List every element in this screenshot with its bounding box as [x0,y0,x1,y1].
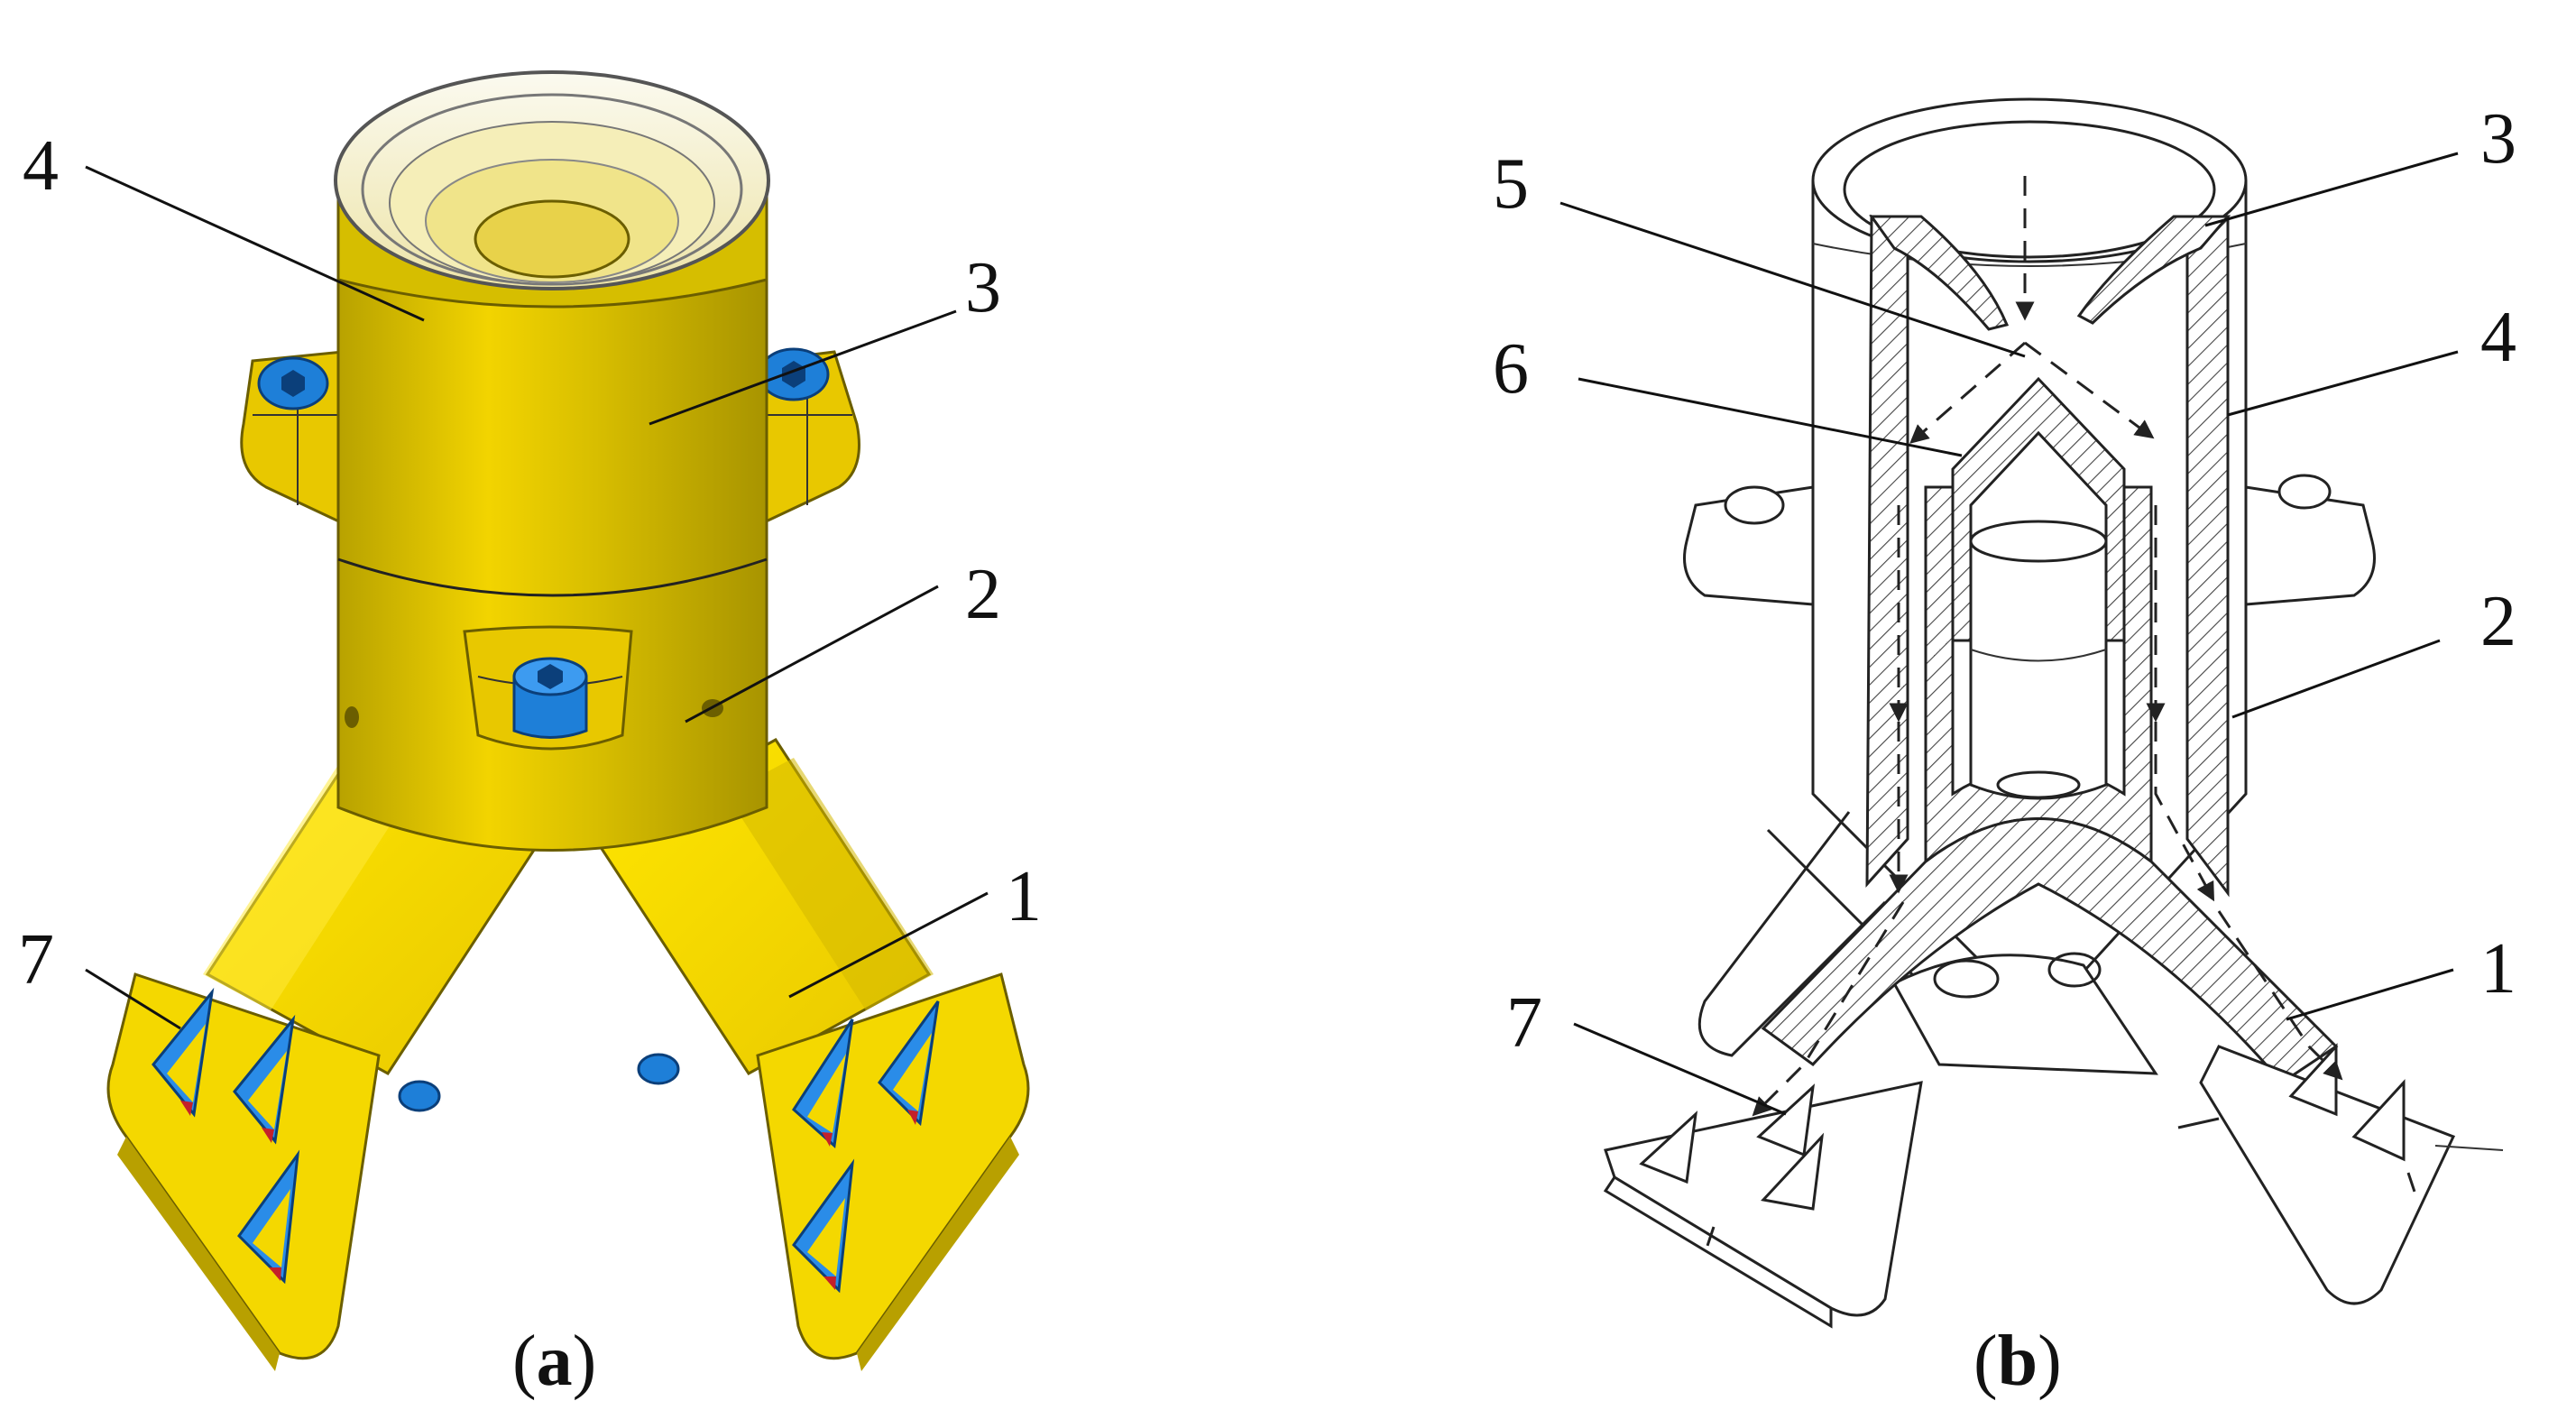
triangle-marker-icon [152,987,215,1118]
flow-paths [1703,176,2419,1255]
callout-a-4: 4 [23,126,59,206]
caption-b: (b) [1973,1322,2062,1401]
callout-a-2: 2 [965,555,1001,634]
right-nozzle-plate-b [2177,1043,2504,1305]
panel-b: 5 3 4 6 2 1 7 (b) [1493,97,2516,1401]
callout-b-6: 6 [1493,329,1529,409]
triangle-marker-icon [237,1149,300,1285]
triangle-marker-icon [233,1014,296,1145]
triangle-marker-icon [1761,1132,1825,1211]
right-nozzle-plate [756,972,1030,1371]
hex-socket-screw-icon [758,347,830,401]
triangle-marker-icon [792,1018,854,1148]
triangle-marker-icon [1756,1083,1816,1157]
callout-a-1: 1 [1006,857,1042,936]
callout-b-3: 3 [2480,99,2516,179]
callout-b-7: 7 [1506,983,1542,1063]
callout-b-5: 5 [1493,144,1529,224]
hex-socket-screw-icon [512,657,588,739]
caption-a: (a) [512,1322,596,1401]
callout-a-3: 3 [965,248,1001,327]
main-cylinder [336,269,768,852]
callout-b-1: 1 [2480,929,2516,1009]
hex-socket-screw-icon [257,356,329,410]
triangle-marker-icon [878,1000,940,1127]
section-walls [1761,214,2339,1084]
hex-socket-screw-icon [637,1053,680,1085]
left-nozzle-plate [106,972,381,1371]
callout-b-2: 2 [2480,582,2516,661]
callouts-a: 4 3 2 1 7 [18,126,1042,1030]
top-cap [334,70,770,309]
triangle-marker-icon [792,1158,855,1294]
hex-socket-screw-icon [398,1080,441,1112]
triangle-marker-icon [2351,1079,2406,1162]
left-nozzle-plate-b [1603,1081,1923,1329]
callout-b-4: 4 [2480,298,2516,377]
callout-a-7: 7 [18,920,54,1000]
callouts-b: 5 3 4 6 2 1 7 [1493,99,2516,1116]
triangle-marker-icon [1639,1110,1698,1184]
panel-a: 4 3 2 1 7 (a) [18,70,1042,1401]
outer-outline [1683,97,2376,1075]
